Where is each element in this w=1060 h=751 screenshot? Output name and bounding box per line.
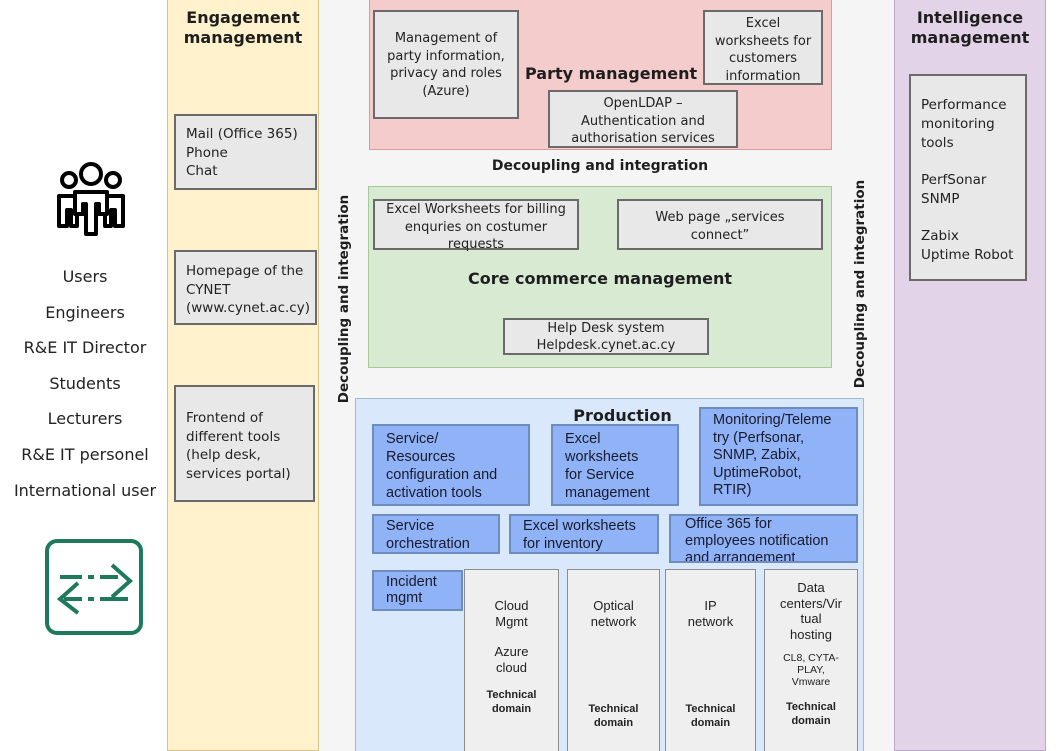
production-box-incident-mgmt: Incident mgmt bbox=[372, 570, 463, 611]
party-box-excel-customers: Excel worksheets for customers informati… bbox=[703, 10, 823, 85]
users-group-icon bbox=[55, 160, 127, 240]
core-box-billing: Excel Worksheets for billing enquries on… bbox=[373, 199, 579, 252]
user-role: R&E IT personel bbox=[21, 444, 149, 464]
production-box-service-orchestration: Service orchestration bbox=[372, 514, 500, 554]
user-role: Users bbox=[62, 267, 108, 286]
technical-domain-datacenters: Data centers/Vir tual hosting CL8, CYTA-… bbox=[764, 569, 858, 751]
party-management-title: Party management bbox=[525, 64, 698, 83]
intelligence-box-monitoring-tools: Performance monitoring tools PerfSonar S… bbox=[909, 74, 1027, 281]
decoupling-integration-label-left: Decoupling and integration bbox=[336, 194, 352, 404]
bidirectional-arrows-icon bbox=[42, 537, 144, 637]
user-role: International user bbox=[13, 480, 157, 500]
technical-domain-cloud: Cloud Mgmt Azure cloud Technical domain bbox=[464, 569, 559, 751]
user-role: R&E IT Director bbox=[23, 338, 147, 358]
engagement-box-frontend: Frontend of different tools (help desk, … bbox=[174, 385, 315, 502]
engagement-management-title: Engagement management bbox=[183, 8, 303, 47]
party-box-openldap: OpenLDAP – Authentication and authorisat… bbox=[548, 90, 738, 148]
production-box-office365: Office 365 for employees notification an… bbox=[669, 514, 858, 563]
production-title: Production bbox=[573, 406, 672, 425]
party-box-azure: Management of party information, privacy… bbox=[373, 10, 519, 119]
user-role: Engineers bbox=[45, 302, 125, 322]
core-commerce-title: Core commerce management bbox=[467, 269, 733, 288]
user-roles-list: Users Engineers R&E IT Director Students… bbox=[0, 262, 170, 511]
production-box-service-resources: Service/ Resources configuration and act… bbox=[372, 424, 530, 506]
engagement-box-homepage: Homepage of the CYNET (www.cynet.ac.cy) bbox=[174, 250, 317, 325]
decoupling-integration-label-top: Decoupling and integration bbox=[491, 158, 709, 174]
user-role: Lecturers bbox=[47, 409, 123, 429]
production-box-monitoring-telemetry: Monitoring/Teleme try (Perfsonar, SNMP, … bbox=[699, 407, 858, 506]
core-box-services-connect: Web page „services connect” bbox=[617, 199, 823, 250]
intelligence-management-title: Intelligence management bbox=[910, 8, 1030, 47]
engagement-management-column bbox=[167, 0, 319, 751]
production-box-excel-inventory: Excel worksheets for inventory bbox=[509, 514, 659, 554]
production-box-excel-service-mgmt: Excel worksheets for Service management bbox=[551, 424, 679, 506]
technical-domain-optical: Optical network Technical domain bbox=[567, 569, 660, 751]
decoupling-integration-label-right: Decoupling and integration bbox=[852, 179, 868, 389]
core-box-helpdesk: Help Desk system Helpdesk.cynet.ac.cy bbox=[503, 318, 709, 355]
technical-domain-ip: IP network Technical domain bbox=[665, 569, 756, 751]
engagement-box-mail: Mail (Office 365) Phone Chat bbox=[174, 114, 317, 190]
user-role: Students bbox=[49, 373, 121, 393]
